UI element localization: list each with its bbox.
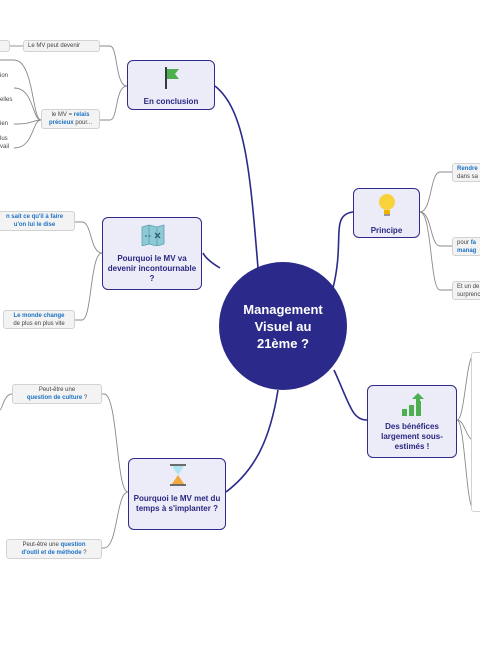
lightbulb-icon (379, 194, 395, 216)
hourglass-icon (170, 464, 186, 486)
leaf-pour-fa[interactable]: pour fa manag (452, 237, 480, 256)
leaf-question-outil-methode[interactable]: Peut-être une question d'outil et de mét… (6, 539, 102, 559)
connector-incontournable (202, 252, 221, 269)
connector-benefices (333, 369, 368, 421)
branch-principe[interactable]: Principe (353, 188, 420, 238)
connector-principe (332, 211, 354, 289)
leaf-mv-peut-devenir-text: Le MV peut devenir (28, 43, 81, 49)
branch-en-conclusion-label: En conclusion (143, 97, 199, 106)
central-topic-label: Management Visuel au 21ème ? (243, 301, 323, 351)
partial-text-5: vail (0, 144, 10, 150)
branch-principe-label: Principe (370, 226, 403, 235)
branch-implanter-label: Pourquoi le MV met du temps à s'implante… (133, 494, 221, 513)
leaf-cut-off[interactable] (0, 40, 10, 52)
branch-implanter[interactable]: Pourquoi le MV met du temps à s'implante… (128, 458, 226, 530)
connector-conclusion (214, 85, 259, 269)
branch-benefices-label: Des bénéfices largement sous-estimés ! (381, 422, 443, 451)
leaf-question-de-culture[interactable]: Peut-être une question de culture ? (12, 384, 102, 404)
branch-incontournable-label: Pourquoi le MV va devenir incontournable… (107, 254, 197, 283)
growth-chart-icon (402, 393, 424, 416)
leaf-rendre[interactable]: Rendre dans sa (452, 163, 480, 182)
connector-implanter (225, 389, 279, 493)
partial-text-3: ien (0, 121, 9, 127)
map-icon (141, 224, 165, 246)
branch-incontournable[interactable]: Pourquoi le MV va devenir incontournable… (102, 217, 202, 290)
branch-benefices[interactable]: Des bénéfices largement sous-estimés ! (367, 385, 457, 458)
leaf-mv-relais-precieux[interactable]: le MV = relais précieux pour... (41, 109, 100, 129)
branch-en-conclusion[interactable]: En conclusion (127, 60, 215, 110)
flag-icon (165, 67, 179, 89)
partial-text-4: lus (0, 136, 8, 142)
leaf-sait-ce-quil-a-faire[interactable]: n sait ce qu'il à faire u'on lui le dise (0, 211, 75, 231)
central-topic[interactable]: Management Visuel au 21ème ? (219, 262, 347, 390)
leaf-mv-peut-devenir[interactable]: Le MV peut devenir (23, 40, 100, 52)
leaf-benefices-list[interactable] (471, 352, 480, 512)
leaf-le-monde-change[interactable]: Le monde change de plus en plus vite (3, 310, 75, 329)
partial-text-1: ion (0, 73, 9, 79)
leaf-et-un-de[interactable]: Et un de surprenc (452, 281, 480, 300)
partial-text-2: elles (0, 97, 13, 103)
